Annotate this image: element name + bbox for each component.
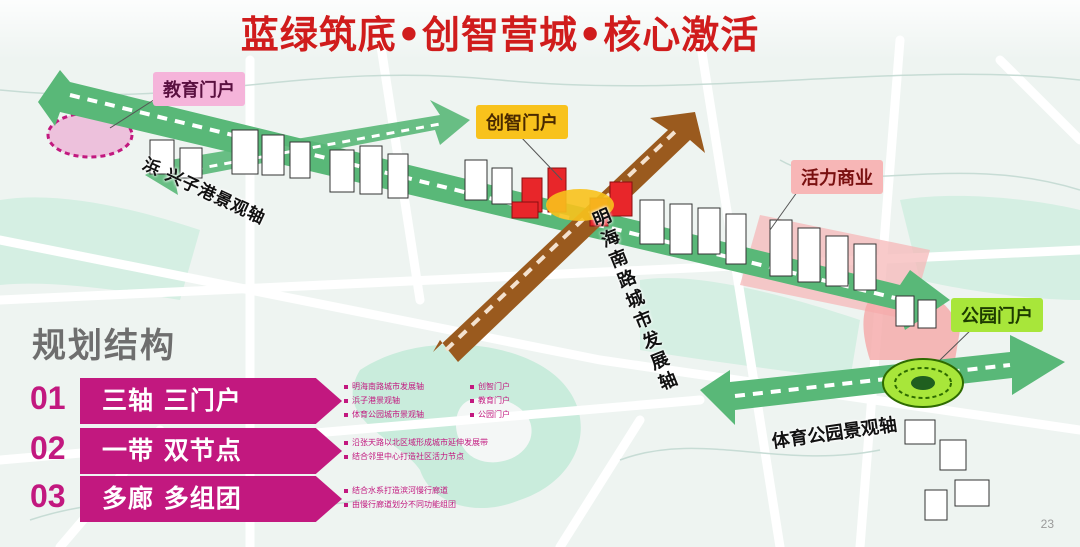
note-item: 体育公园城市景观轴 bbox=[344, 408, 424, 422]
note-item: 结合邻里中心打造社区活力节点 bbox=[344, 450, 488, 464]
education-gate-label: 教育门户 bbox=[153, 72, 245, 106]
note-item: 浜子港景观轴 bbox=[344, 394, 424, 408]
row-02-notes: 沿张天路以北区域形成城市延伸发展带 结合邻里中心打造社区活力节点 bbox=[344, 436, 488, 464]
park-gate-label: 公园门户 bbox=[951, 298, 1043, 332]
commerce-label: 活力商业 bbox=[791, 160, 883, 194]
minghai-development-axis bbox=[433, 112, 705, 362]
note-item: 沿张天路以北区域形成城市延伸发展带 bbox=[344, 436, 488, 450]
innovation-core-buildings bbox=[511, 167, 633, 227]
row-number: 03 bbox=[30, 478, 66, 514]
note-item: 由慢行廊道划分不同功能组团 bbox=[344, 498, 456, 512]
note-item: 教育门户 bbox=[470, 394, 510, 408]
note-item: 创智门户 bbox=[470, 380, 510, 394]
green-space-east bbox=[900, 195, 1080, 300]
innovation-gate-disc bbox=[546, 189, 614, 221]
row-label: 三轴 三门户 bbox=[80, 378, 342, 424]
row-label: 一带 双节点 bbox=[80, 428, 342, 474]
title-backdrop bbox=[0, 0, 1080, 60]
row-number: 02 bbox=[30, 430, 66, 466]
page-number: 23 bbox=[1040, 517, 1054, 531]
row-03-notes: 结合水系打造滨河慢行廊道 由慢行廊道划分不同功能组团 bbox=[344, 484, 456, 512]
structure-heading: 规划结构 bbox=[32, 326, 176, 366]
row-01-notes-right: 创智门户 教育门户 公园门户 bbox=[470, 380, 510, 422]
park-gate-ring bbox=[882, 358, 964, 408]
innovation-gate-label: 创智门户 bbox=[476, 105, 568, 139]
building-massing bbox=[149, 129, 990, 521]
row-label: 多廊 多组团 bbox=[80, 476, 342, 522]
note-item: 明海南路城市发展轴 bbox=[344, 380, 424, 394]
row-number: 01 bbox=[30, 380, 66, 416]
note-item: 公园门户 bbox=[470, 408, 510, 422]
note-item: 结合水系打造滨河慢行廊道 bbox=[344, 484, 456, 498]
slide-title: 蓝绿筑底•创智营城•核心激活 bbox=[240, 13, 760, 57]
row-01-notes-left: 明海南路城市发展轴 浜子港景观轴 体育公园城市景观轴 bbox=[344, 380, 424, 422]
